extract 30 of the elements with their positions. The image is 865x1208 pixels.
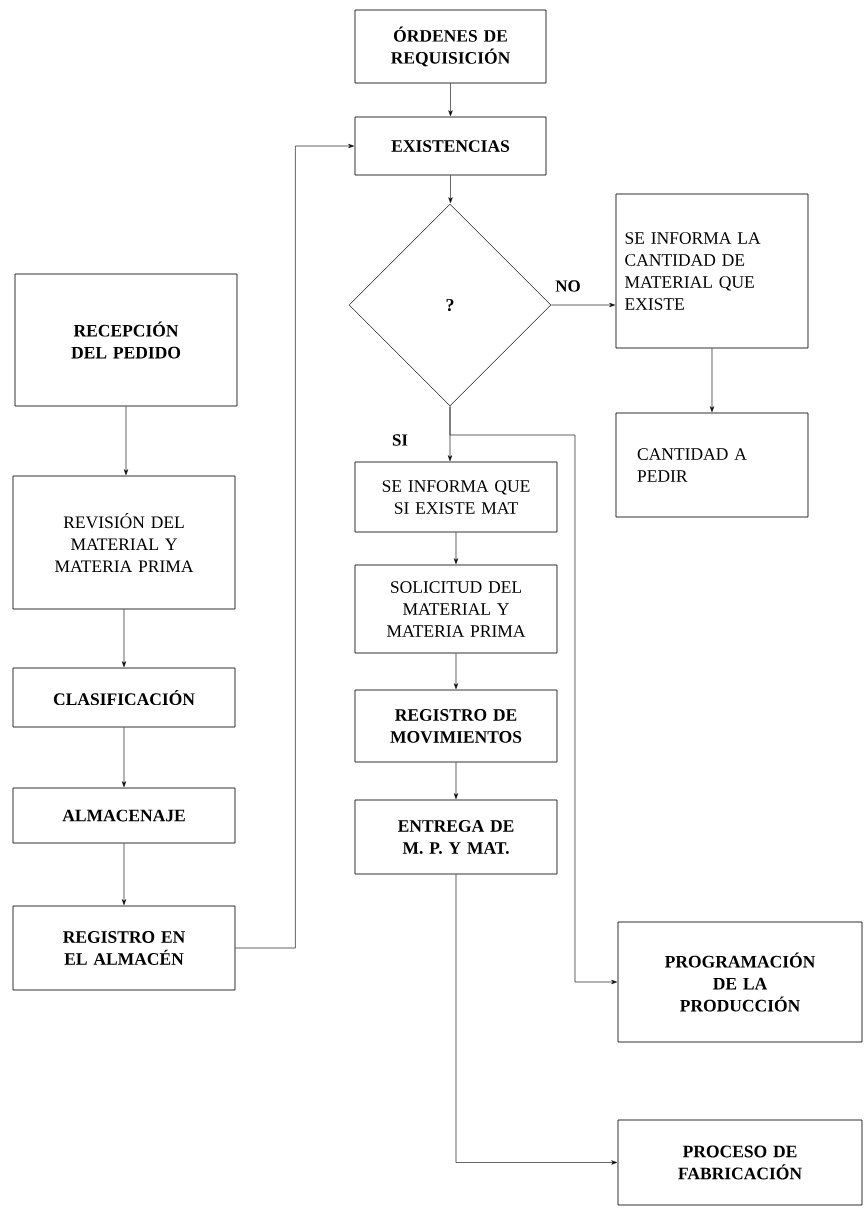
arrow — [449, 406, 617, 985]
arrow — [121, 843, 127, 905]
arrow — [453, 653, 459, 689]
process-box: EXISTENCIAS — [354, 116, 547, 176]
process-box: ALMACENAJE — [12, 787, 236, 844]
arrow — [551, 302, 615, 308]
process-box: SOLICITUD DEL MATERIAL Y MATERIA PRIMA — [354, 564, 558, 654]
process-box: REVISIÓN DEL MATERIAL Y MATERIA PRIMA — [12, 475, 236, 610]
process-box: REGISTRO EN EL ALMACÉN — [12, 905, 236, 991]
process-box: SE INFORMA QUE SI EXISTE MAT — [354, 461, 558, 533]
process-box: ENTREGA DE M. P. Y MAT. — [354, 799, 558, 875]
arrow — [123, 406, 129, 476]
process-box: PROGRAMACIÓN DE LA PRODUCCIÓN — [617, 921, 863, 1043]
arrow — [235, 143, 354, 949]
arrow — [448, 83, 453, 116]
arrow — [455, 874, 617, 1165]
process-box: REGISTRO DE MOVIMIENTOS — [354, 689, 558, 763]
arrow — [453, 532, 459, 564]
arrow — [448, 175, 453, 203]
process-box: ÓRDENES DE REQUISICIÓN — [354, 9, 547, 84]
process-box: PROCESO DE FABRICACIÓN — [617, 1119, 863, 1206]
process-box: RECEPCIÓN DEL PEDIDO — [14, 273, 238, 407]
process-box: CLASIFICACIÓN — [12, 667, 236, 728]
arrow — [121, 609, 127, 667]
arrow — [709, 348, 715, 413]
arrow — [453, 762, 459, 799]
arrow — [121, 727, 127, 787]
process-box: CANTIDAD A PEDIR — [615, 412, 809, 518]
edge-label: NO — [554, 279, 582, 293]
process-box: SE INFORMA LA CANTIDAD DE MATERIAL QUE EXISTE — [615, 193, 809, 349]
